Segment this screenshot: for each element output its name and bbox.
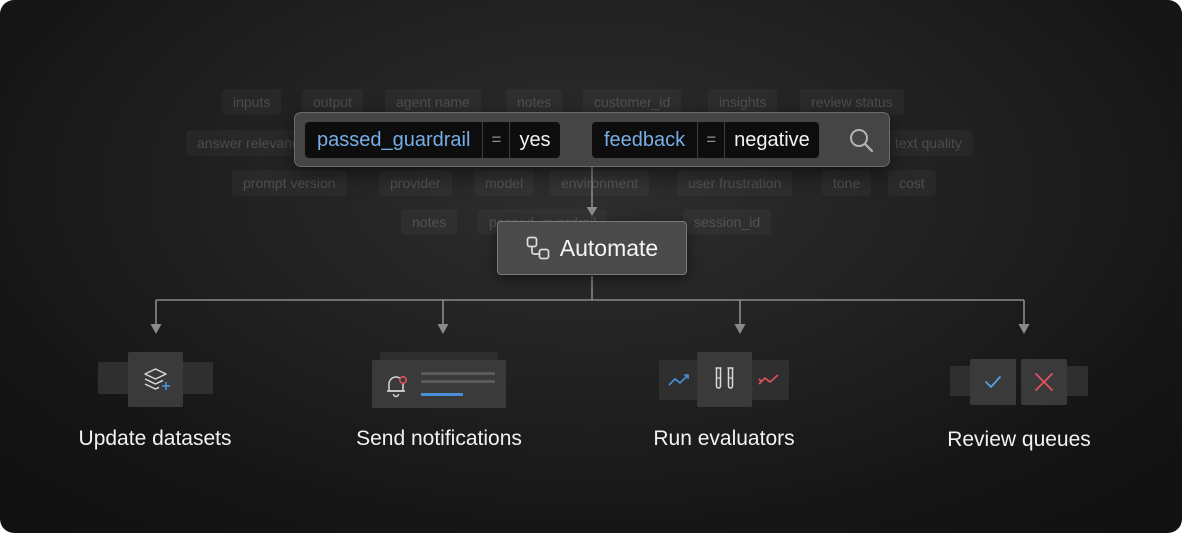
- trend-up-tile: [659, 360, 699, 400]
- field-chip-text-quality: text quality: [884, 130, 973, 156]
- automate-label: Automate: [559, 234, 659, 261]
- arrowhead-datasets: [150, 324, 162, 334]
- filter-key: feedback: [604, 128, 686, 151]
- field-chip-provider: provider: [379, 170, 452, 196]
- search-button[interactable]: [846, 125, 876, 155]
- field-chip-output: output: [302, 89, 363, 115]
- reject-tile: [1021, 359, 1067, 405]
- evaluators-icon-tile: [697, 352, 752, 407]
- trend-down-icon: [758, 374, 779, 385]
- icon-backdrop-left: [950, 366, 972, 396]
- trend-up-icon: [668, 374, 689, 386]
- filter-value: negative: [734, 128, 810, 151]
- output-label-notifications: Send notifications: [356, 427, 522, 450]
- x-icon: [1035, 373, 1053, 391]
- arrowhead-evaluators: [734, 324, 746, 334]
- field-chip-model: model: [474, 170, 534, 196]
- notification-card: [372, 360, 506, 408]
- filter-operator: =: [482, 122, 511, 158]
- bell-alert-icon: [387, 372, 495, 398]
- field-chip-session-id: session_id: [683, 209, 771, 235]
- output-label-datasets: Update datasets: [78, 427, 232, 450]
- output-label-evaluators: Run evaluators: [653, 427, 795, 450]
- datasets-icon-tile: [128, 352, 183, 407]
- field-chip-prompt-version: prompt version: [232, 170, 347, 196]
- notification-stack-back: [380, 352, 498, 360]
- workflow-icon: [526, 236, 550, 260]
- layers-plus-icon: [144, 368, 170, 390]
- approve-tile: [970, 359, 1016, 405]
- icon-backdrop-left: [98, 362, 130, 394]
- field-chip-tone: tone: [822, 170, 871, 196]
- filter-feedback[interactable]: feedback = negative: [592, 122, 819, 158]
- field-chip-agent-name: agent name: [385, 89, 481, 115]
- field-chip-inputs: inputs: [222, 89, 281, 115]
- search-icon: [850, 129, 874, 153]
- field-chip-environment: environment: [550, 170, 649, 196]
- output-label-review-queues: Review queues: [947, 428, 1091, 451]
- trend-down-tile: [749, 360, 789, 400]
- automate-node[interactable]: Automate: [497, 221, 687, 275]
- field-chip-insights: insights: [708, 89, 777, 115]
- filter-key: passed_guardrail: [317, 128, 471, 151]
- filter-bar: passed_guardrail = yes feedback = negati…: [294, 112, 890, 167]
- field-chip-cost: cost: [888, 170, 936, 196]
- arrowhead-automate: [586, 207, 598, 216]
- test-tubes-icon: [715, 367, 734, 389]
- icon-backdrop-right: [181, 362, 213, 394]
- field-chip-answer-relevance: answer relevance: [186, 130, 318, 156]
- filter-passed-guardrail[interactable]: passed_guardrail = yes: [305, 122, 560, 158]
- field-chip-customer-id: customer_id: [583, 89, 681, 115]
- field-chip-review-status: review status: [800, 89, 904, 115]
- arrowhead-review-queues: [1018, 324, 1030, 334]
- icon-backdrop-right: [1066, 366, 1088, 396]
- check-icon: [985, 376, 1001, 388]
- field-chip-notes-2: notes: [401, 209, 457, 235]
- field-chip-user-frustration: user frustration: [677, 170, 792, 196]
- arrowhead-notifications: [437, 324, 449, 334]
- filter-value: yes: [519, 128, 551, 151]
- filter-operator: =: [697, 122, 726, 158]
- field-chip-notes: notes: [506, 89, 562, 115]
